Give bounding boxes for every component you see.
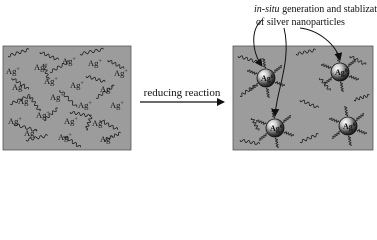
nanoparticle-label: Ag0 xyxy=(343,122,356,131)
nanoparticle-sphere xyxy=(330,62,350,82)
stabilizer-chain xyxy=(347,135,352,147)
polymer-chain xyxy=(250,117,260,131)
polymer-chain xyxy=(39,51,59,61)
annotation-line-1: in-situ generation and stablization xyxy=(254,4,377,15)
stabilizer-chain xyxy=(282,115,292,123)
stabilizer-chain xyxy=(274,137,279,149)
polymer-chain xyxy=(85,114,93,131)
silver-ion-label: Ag+ xyxy=(78,100,92,110)
polymer-chain xyxy=(85,75,106,83)
stabilizer-chain xyxy=(344,105,349,117)
stabilizer-chain xyxy=(321,63,332,69)
polymer-chain xyxy=(43,107,58,121)
annotation-line-2: of silver nanoparticles xyxy=(256,17,345,28)
stabilizer-chain xyxy=(262,57,267,69)
stabilizer-chain xyxy=(323,77,333,85)
silver-ion-label: Ag+ xyxy=(88,58,102,68)
silver-ions: Ag+Ag+Ag+Ag+Ag+Ag+Ag+Ag+Ag+Ag+Ag+Ag+Ag+A… xyxy=(6,56,128,144)
silver-ion-label: Ag+ xyxy=(70,80,84,90)
silver-ion-label: Ag+ xyxy=(6,66,20,76)
polymer-chain xyxy=(99,119,119,130)
silver-ion-label: Ag+ xyxy=(92,118,106,128)
polymer-chain xyxy=(349,55,367,65)
silver-nanoparticle: Ag0 xyxy=(247,57,285,99)
nanoparticle-sphere xyxy=(265,118,285,138)
stabilizer-chain xyxy=(355,113,365,121)
silver-nanoparticle: Ag0 xyxy=(321,51,359,93)
annotation-arrow xyxy=(299,27,343,61)
annotation-arrow xyxy=(253,19,263,67)
annotation-arrows xyxy=(253,19,343,117)
stabilizer-chain xyxy=(339,81,344,93)
annotation-line-1-rest: generation and stablization xyxy=(280,4,377,15)
polymer-chain xyxy=(13,123,38,132)
silver-ion-label: Ag+ xyxy=(34,62,48,72)
polymer-chain xyxy=(299,99,319,109)
diagram-canvas: Ag+Ag+Ag+Ag+Ag+Ag+Ag+Ag+Ag+Ag+Ag+Ag+Ag+A… xyxy=(2,4,377,151)
nanoparticle-sphere xyxy=(256,68,276,88)
annotation-arrow xyxy=(271,27,287,117)
polymer-chain xyxy=(63,135,81,148)
silver-ion-label: Ag+ xyxy=(8,116,22,126)
polymer-chain xyxy=(107,59,125,69)
polymer-chain xyxy=(7,48,30,58)
silver-ion-label: Ag+ xyxy=(64,116,78,126)
silver-ion-label: Ag+ xyxy=(12,82,26,92)
polymer-chain xyxy=(25,134,48,142)
silver-ion-label: Ag+ xyxy=(114,68,128,78)
nanoparticle-label: Ag0 xyxy=(335,68,348,77)
stabilizer-chain xyxy=(331,131,341,139)
nanoparticle-label: Ag0 xyxy=(270,124,283,133)
polymer-chain xyxy=(11,77,29,90)
stabilizer-chain xyxy=(249,83,259,91)
silver-ion-label: Ag+ xyxy=(110,100,124,110)
stabilizer-chain xyxy=(247,69,258,75)
polymer-chain xyxy=(295,48,316,56)
silver-ion-label: Ag+ xyxy=(36,110,50,120)
silver-ion-label: Ag+ xyxy=(100,134,114,144)
polymer-chain xyxy=(299,132,319,144)
silver-ion-label: Ag+ xyxy=(24,128,38,138)
polymer-chain xyxy=(353,93,370,102)
polymer-chain xyxy=(49,60,70,74)
silver-ion-label: Ag+ xyxy=(58,132,72,142)
nanoparticle-label: Ag0 xyxy=(261,74,274,83)
left-polymer-chains xyxy=(7,47,125,148)
polymer-chain xyxy=(59,89,78,108)
silver-ion-label: Ag+ xyxy=(100,84,114,94)
annotation-insitu: in-situ xyxy=(254,4,280,15)
stabilizer-chain xyxy=(348,75,359,81)
left-panel: Ag+Ag+Ag+Ag+Ag+Ag+Ag+Ag+Ag+Ag+Ag+Ag+Ag+A… xyxy=(2,45,132,151)
polymer-chain xyxy=(95,84,115,99)
stabilizer-chain xyxy=(265,87,270,99)
stabilizer-chain xyxy=(356,129,367,135)
polymer-chain xyxy=(79,47,104,56)
polymer-chain xyxy=(28,95,41,112)
stabilizer-chain xyxy=(273,65,283,73)
diagram: Ag+Ag+Ag+Ag+Ag+Ag+Ag+Ag+Ag+Ag+Ag+Ag+Ag+A… xyxy=(2,4,377,151)
stabilizer-chain xyxy=(256,119,267,125)
nanoparticle-sphere xyxy=(338,116,358,136)
stabilizer-chain xyxy=(329,117,340,123)
silver-ion-label: Ag+ xyxy=(62,56,76,66)
polymer-chain xyxy=(103,131,121,142)
stabilizer-chain xyxy=(283,131,294,137)
stabilizer-chain xyxy=(347,59,357,67)
silver-ion-label: Ag+ xyxy=(18,96,32,106)
reaction-arrow-group: reducing reaction xyxy=(140,87,225,106)
silver-ion-label: Ag+ xyxy=(44,76,58,86)
annotation: in-situ generation and stablization of s… xyxy=(253,4,377,117)
reaction-label: reducing reaction xyxy=(144,87,221,99)
polymer-chain xyxy=(42,63,50,80)
stabilizer-chain xyxy=(274,81,285,87)
silver-ion-label: Ag+ xyxy=(50,92,64,102)
polymer-chain xyxy=(69,110,90,118)
polymer-chain xyxy=(9,94,31,106)
stabilizer-chain xyxy=(258,133,268,141)
polymer-chain xyxy=(239,138,260,146)
polymer-chain xyxy=(237,55,258,63)
silver-nanoparticle: Ag0 xyxy=(329,105,367,147)
